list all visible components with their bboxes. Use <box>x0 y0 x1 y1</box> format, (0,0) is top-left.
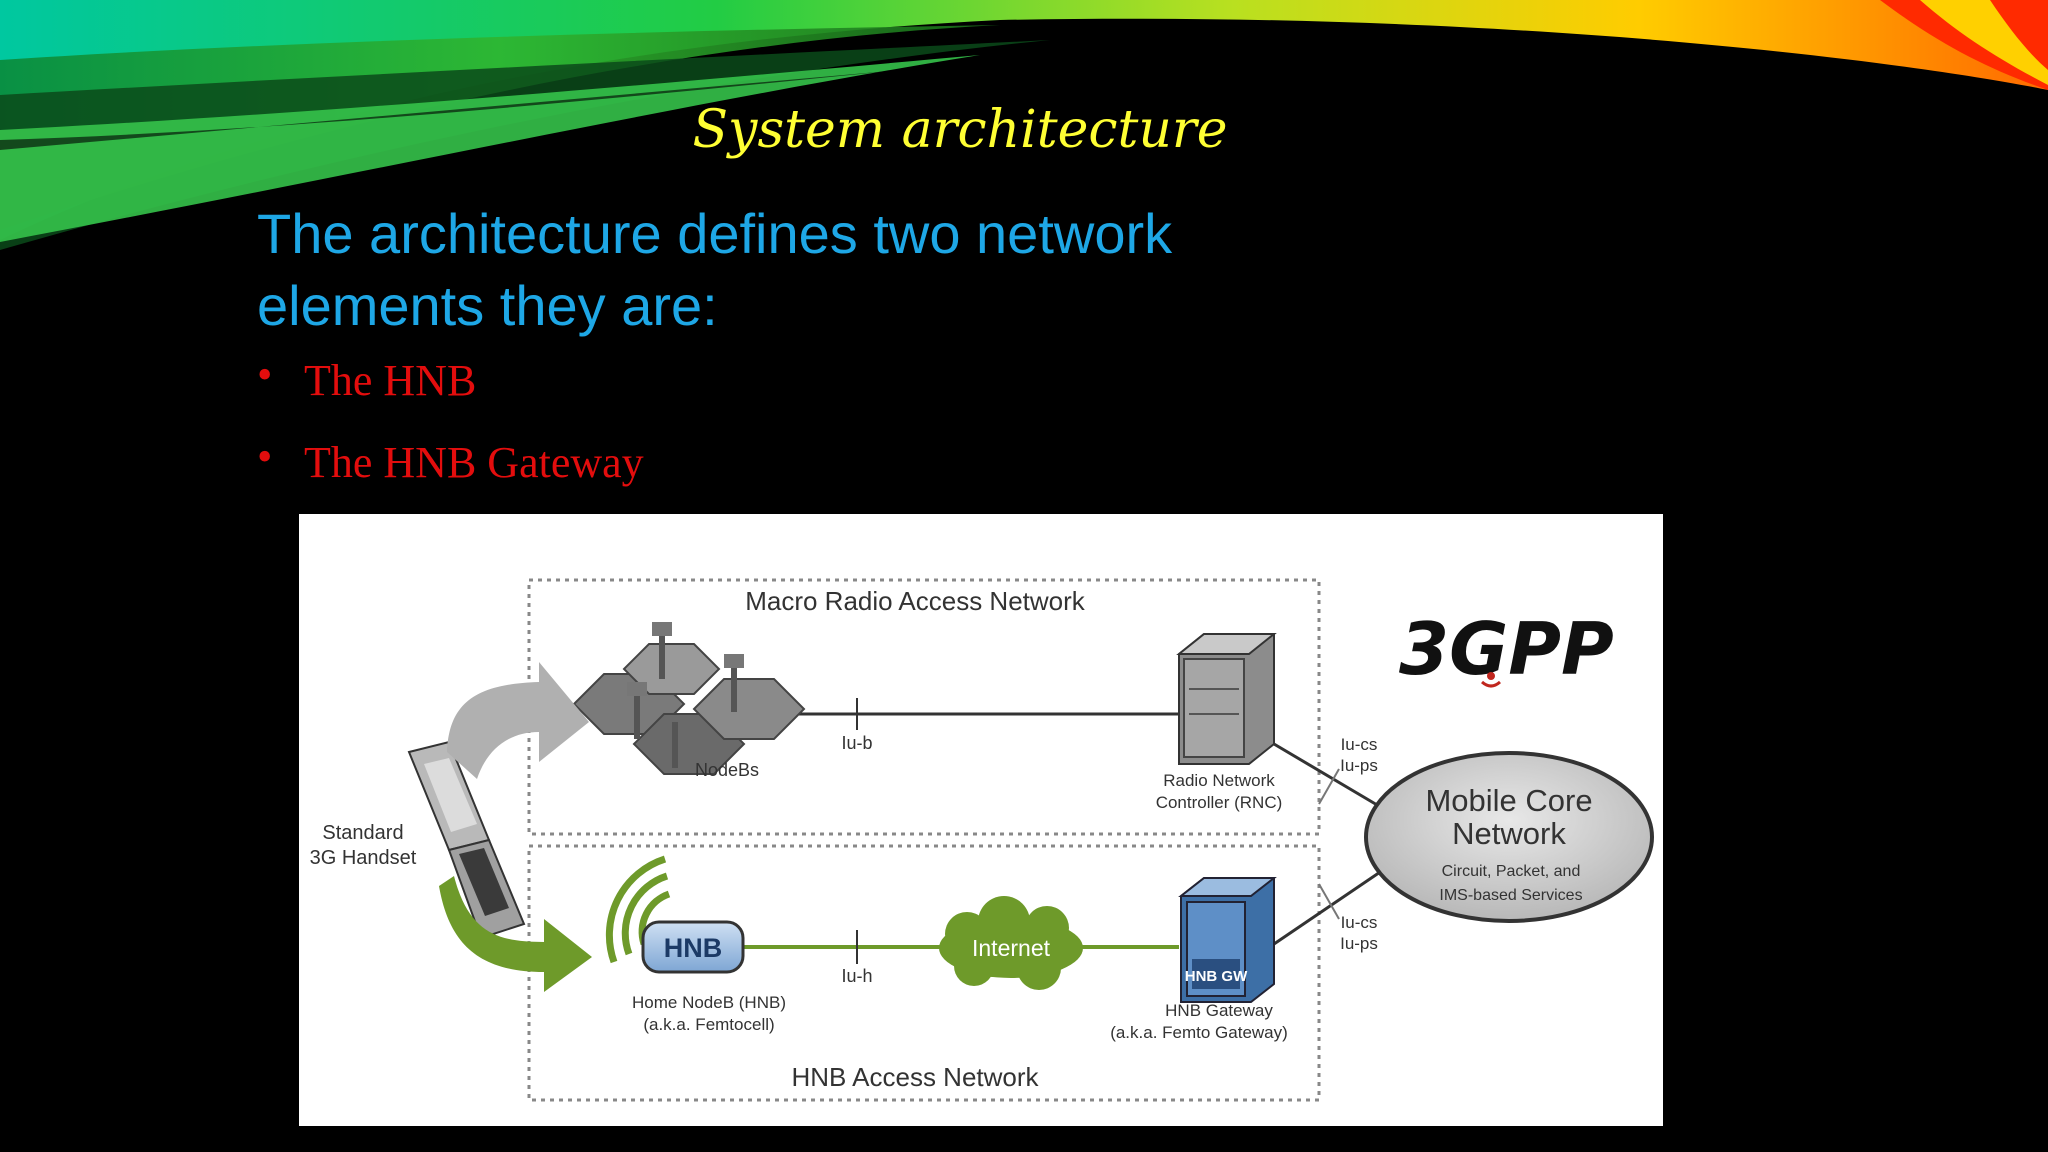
bullet-dot-icon: • <box>257 432 273 481</box>
svg-text:3GPP: 3GPP <box>1399 607 1614 691</box>
rnc-core-link <box>1273 742 1390 814</box>
internet-label: Internet <box>972 935 1051 961</box>
core-sub-1: Circuit, Packet, and <box>1442 863 1581 880</box>
hnbgw-label-2: (a.k.a. Femto Gateway) <box>1110 1023 1288 1042</box>
rnc-label-1: Radio Network <box>1163 771 1275 790</box>
rnc-server-icon <box>1176 633 1277 765</box>
lower-iu-label-1: Iu-cs <box>1341 913 1378 932</box>
hnbgw-badge: HNB GW <box>1185 968 1248 985</box>
core-title-2: Network <box>1452 816 1566 851</box>
upper-iu-label-1: Iu-cs <box>1341 735 1378 754</box>
core-sub-2: IMS-based Services <box>1439 887 1582 904</box>
bullet-text: The HNB <box>304 356 477 405</box>
nodebs-label: NodeBs <box>695 760 759 780</box>
3gpp-logo: 3GPP <box>1399 607 1614 691</box>
rnc-label-2: Controller (RNC) <box>1156 793 1283 812</box>
iub-label: Iu-b <box>841 733 872 753</box>
lower-iu-tick <box>1318 883 1340 920</box>
bullet-text: The HNB Gateway <box>304 438 644 487</box>
hnb-arrow <box>439 876 592 992</box>
hnb-badge: HNB <box>664 933 723 963</box>
iuh-label: Iu-h <box>841 966 872 986</box>
decorative-swoosh <box>0 0 2048 250</box>
diagram-canvas: Macro Radio Access Network HNB Access Ne… <box>310 578 1654 1102</box>
macro-arrow <box>447 662 589 779</box>
handset-label-2: 3G Handset <box>310 847 417 869</box>
hnb-device-icon <box>641 920 745 974</box>
bullet-item: • The HNB Gateway <box>257 432 644 519</box>
bullet-item: • The HNB <box>257 350 644 437</box>
bullet-list: • The HNB • The HNB Gateway <box>257 350 644 519</box>
hnb-label-2: (a.k.a. Femtocell) <box>643 1015 774 1034</box>
slide-heading: The architecture defines two network ele… <box>257 202 1173 337</box>
hnb-network-label: HNB Access Network <box>791 1062 1039 1092</box>
nodebs-icon <box>572 622 806 775</box>
hnbgw-label-1: HNB Gateway <box>1165 1001 1273 1020</box>
upper-iu-label-2: Iu-ps <box>1340 756 1378 775</box>
hnb-label-1: Home NodeB (HNB) <box>632 993 786 1012</box>
lower-iu-label-2: Iu-ps <box>1340 934 1378 953</box>
core-title-1: Mobile Core <box>1425 783 1592 818</box>
internet-cloud-icon <box>939 896 1083 990</box>
architecture-diagram: Macro Radio Access Network HNB Access Ne… <box>299 514 1663 1126</box>
macro-network-label: Macro Radio Access Network <box>745 586 1086 616</box>
handset-icon <box>407 740 526 940</box>
slide-title: System architecture <box>692 100 1228 160</box>
hnb-gateway-icon <box>1178 877 1277 1003</box>
handset-label-1: Standard <box>322 822 403 844</box>
mobile-core-ellipse <box>1364 751 1654 923</box>
bullet-dot-icon: • <box>257 350 273 399</box>
upper-iu-tick <box>1318 768 1340 805</box>
